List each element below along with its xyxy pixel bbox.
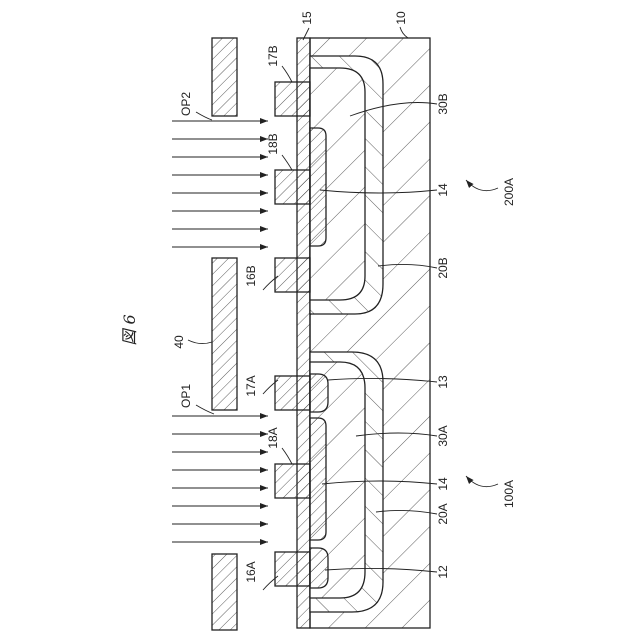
figure-title: 図 6: [120, 314, 139, 345]
pointer-200A: [466, 180, 498, 191]
label-20B: 20B: [436, 257, 450, 278]
mask-40-bottom: [212, 554, 237, 630]
label-16A: 16A: [244, 561, 258, 582]
label-12: 12: [436, 565, 450, 579]
region-14-upper: [310, 128, 326, 246]
label-18A: 18A: [266, 427, 280, 448]
label-17A: 17A: [244, 375, 258, 396]
label-30A: 30A: [436, 425, 450, 446]
region-12: [310, 548, 328, 588]
label-13: 13: [436, 375, 450, 389]
mask-40-top: [212, 38, 237, 116]
label-17B: 17B: [266, 45, 280, 66]
label-20A: 20A: [436, 503, 450, 524]
electrode-16B: [275, 258, 310, 292]
arrows-op2: [172, 121, 268, 247]
insulating-film-15: [297, 38, 310, 628]
label-40: 40: [172, 335, 186, 349]
electrode-17A: [275, 376, 310, 410]
label-16B: 16B: [244, 265, 258, 286]
label-100A: 100A: [502, 480, 516, 508]
electrode-17B: [275, 82, 310, 116]
label-14-lower: 14: [436, 477, 450, 491]
label-op2: OP2: [179, 92, 193, 116]
electrode-16A: [275, 552, 310, 586]
label-15: 15: [300, 11, 314, 25]
label-30B: 30B: [436, 93, 450, 114]
mask-40-middle: [212, 258, 237, 410]
pointer-100A: [466, 476, 498, 487]
region-14-lower: [310, 418, 326, 540]
region-13: [310, 374, 328, 412]
label-18B: 18B: [266, 133, 280, 154]
label-10: 10: [394, 11, 408, 25]
label-200A: 200A: [502, 178, 516, 206]
electrode-18A: [275, 464, 310, 498]
arrows-op1: [172, 416, 268, 542]
label-op1: OP1: [179, 384, 193, 408]
label-14-upper: 14: [436, 183, 450, 197]
electrode-18B: [275, 170, 310, 204]
